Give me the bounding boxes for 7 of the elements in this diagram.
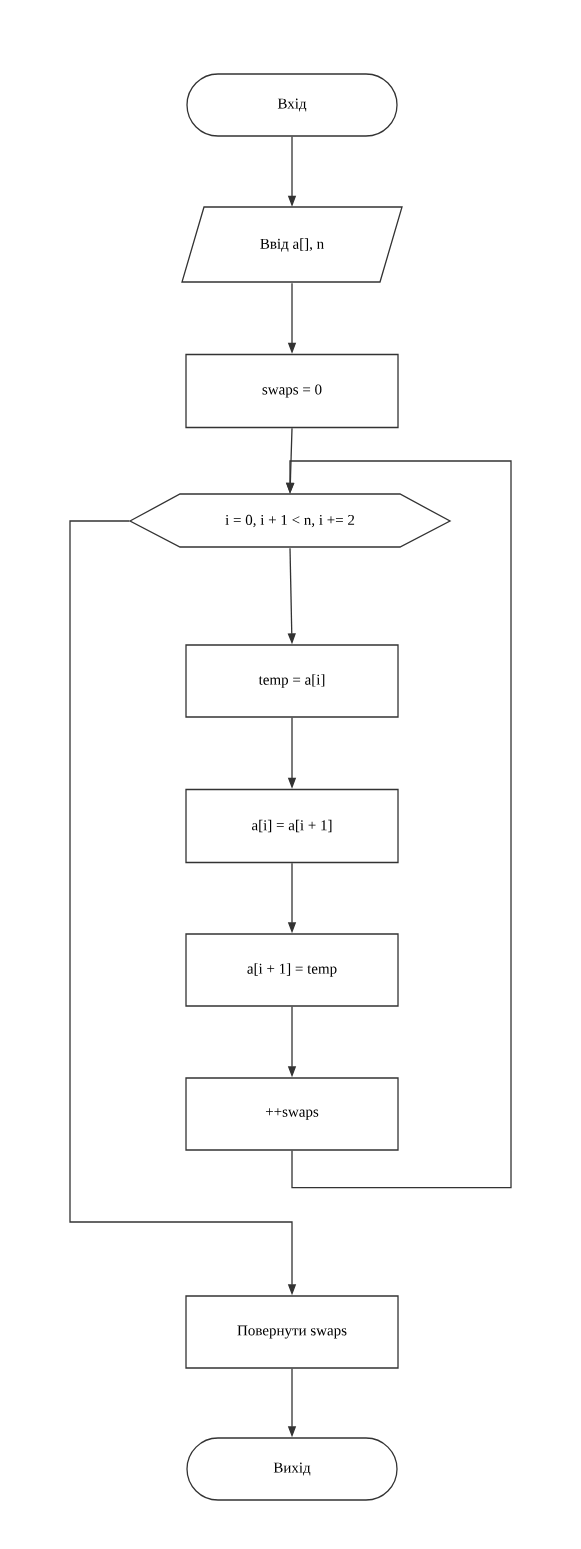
process-box: ++swaps (185, 1077, 399, 1151)
process-box: temp = a[i] (185, 644, 399, 718)
process-box: Повернути swaps (185, 1295, 399, 1369)
process-box: a[i + 1] = temp (185, 933, 399, 1007)
process-box: swaps = 0 (185, 353, 399, 429)
process-box: a[i] = a[i + 1] (185, 788, 399, 864)
input-parallelogram: Ввід a[], n (181, 206, 403, 283)
